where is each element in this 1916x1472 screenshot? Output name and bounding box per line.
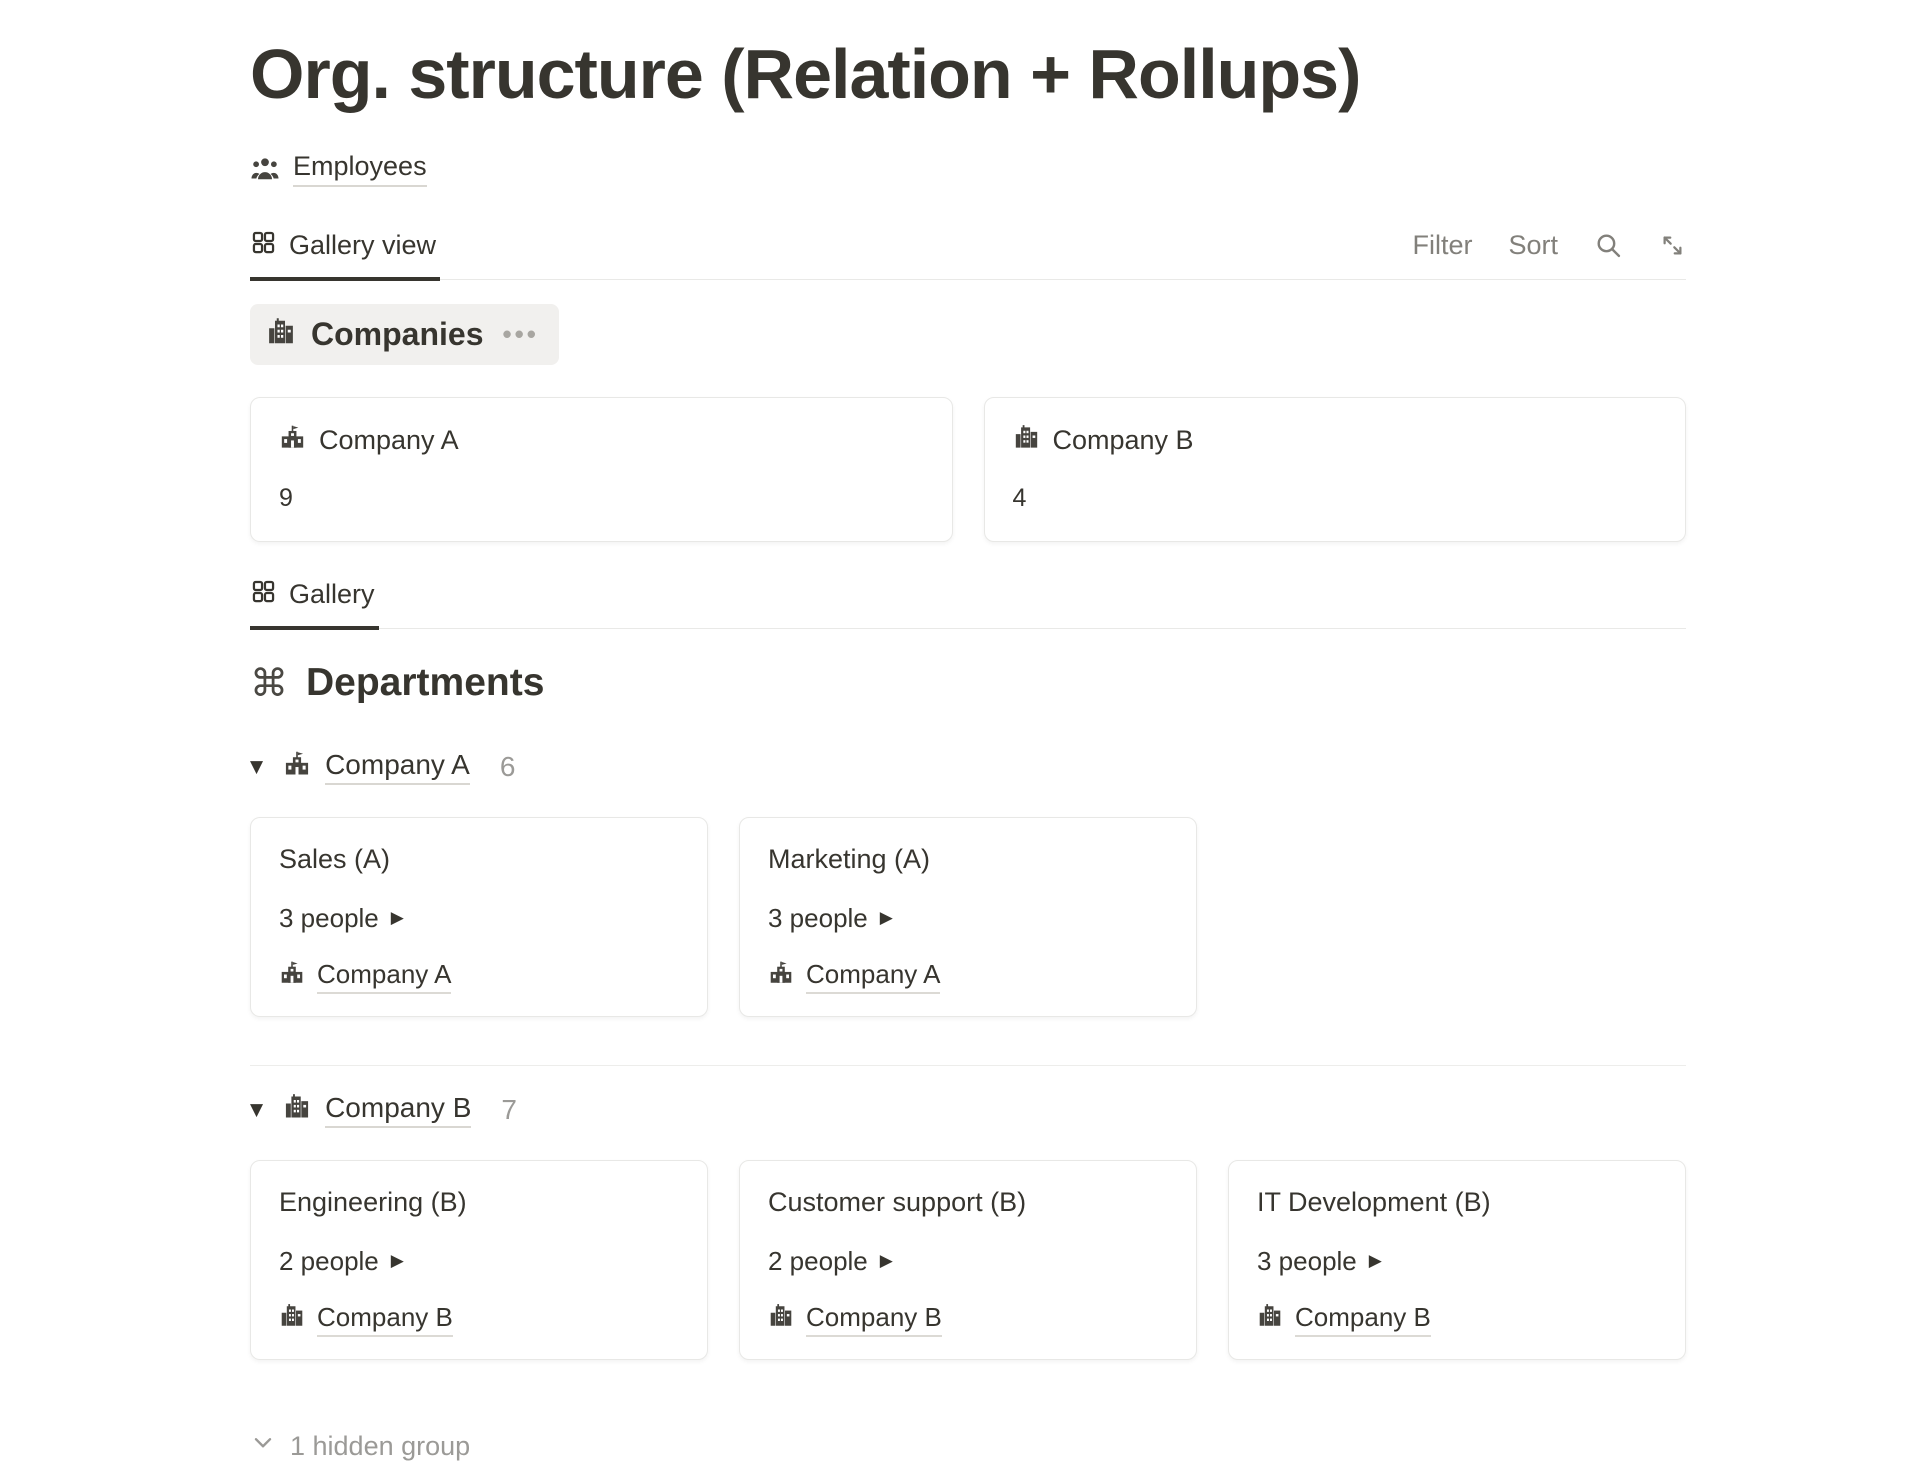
collapse-triangle-icon[interactable]: ▼ [250,756,264,777]
group-name-label: Company B [325,1092,472,1128]
companies-database-title-label: Companies [311,315,484,352]
office-building-icon [283,1093,311,1126]
search-icon[interactable] [1594,231,1623,260]
card-title: Marketing (A) [768,843,931,874]
people-count: 2 people [768,1245,868,1276]
school-building-icon [768,960,794,993]
company-relation-link[interactable]: Company B [768,1302,942,1337]
company-relation-link[interactable]: Company B [1257,1302,1431,1337]
more-menu-icon[interactable]: ••• [502,319,539,349]
group-name-label: Company A [325,749,470,785]
department-cards-row-b: Engineering (B) 2 people ▶ Company B Cus… [250,1159,1686,1360]
chevron-down-icon [250,1430,276,1463]
tab-gallery-label: Gallery [289,579,375,609]
department-cards-row-a: Sales (A) 3 people ▶ Company A Marketing… [250,816,1686,1017]
office-building-icon [1257,1303,1283,1336]
office-building-icon [279,1303,305,1336]
card-title: Company B [1052,425,1194,455]
card-marketing-a[interactable]: Marketing (A) 3 people ▶ Company A [739,816,1197,1017]
employees-link-label: Employees [293,151,427,187]
employees-link[interactable]: Employees [250,151,427,187]
expand-arrow-icon[interactable]: ▶ [1368,1251,1382,1271]
expand-arrow-icon[interactable]: ▶ [879,1251,893,1271]
company-link-label: Company B [806,1302,942,1337]
card-company-a[interactable]: Company A 9 [250,396,953,542]
card-title: Sales (A) [279,843,391,874]
company-link-label: Company A [806,959,941,994]
group-header-company-a: ▼ Company A 6 [250,749,1686,785]
group-count: 6 [499,750,516,782]
rollup-count: 9 [279,483,293,512]
office-building-icon [266,317,296,352]
group-header-company-b: ▼ Company B 7 [250,1092,1686,1128]
hidden-group-label: 1 hidden group [290,1430,471,1461]
school-building-icon [283,750,311,783]
filter-button[interactable]: Filter [1412,229,1473,260]
hidden-group-toggle[interactable]: 1 hidden group [250,1430,470,1463]
company-link-label: Company B [1295,1302,1431,1337]
tab-gallery[interactable]: Gallery [250,578,379,630]
departments-title-label: Departments [306,660,545,704]
expand-icon[interactable] [1659,232,1686,259]
expand-arrow-icon[interactable]: ▶ [390,908,404,928]
companies-database-header-row: Companies ••• [250,303,1686,365]
company-link-label: Company B [317,1302,453,1337]
sort-button[interactable]: Sort [1508,229,1558,260]
people-count: 3 people [279,902,379,933]
company-relation-link[interactable]: Company B [279,1302,453,1337]
card-title: IT Development (B) [1257,1186,1491,1217]
tab-gallery-view[interactable]: Gallery view [250,229,441,281]
view-tab-bar: Gallery view Filter Sort [250,229,1686,281]
page-title: Org. structure (Relation + Rollups) [250,35,1361,113]
card-sales-a[interactable]: Sales (A) 3 people ▶ Company A [250,816,708,1017]
company-relation-link[interactable]: Company A [279,959,452,994]
tab-gallery-view-label: Gallery view [289,230,437,260]
office-building-icon [1013,424,1040,458]
companies-cards-row: Company A 9 Company B 4 [250,396,1686,542]
office-building-icon [768,1303,794,1336]
notion-page: Org. structure (Relation + Rollups) Empl… [250,0,1686,1463]
group-link-company-b[interactable]: Company B [283,1092,472,1128]
expand-arrow-icon[interactable]: ▶ [390,1251,404,1271]
group-count: 7 [501,1093,517,1125]
expand-arrow-icon[interactable]: ▶ [879,908,893,928]
school-building-icon [279,424,306,458]
people-count: 3 people [1257,1245,1357,1276]
card-customer-support-b[interactable]: Customer support (B) 2 people ▶ Company … [739,1159,1197,1360]
group-link-company-a[interactable]: Company A [283,749,470,785]
card-it-development-b[interactable]: IT Development (B) 3 people ▶ Company B [1228,1159,1686,1360]
company-link-label: Company A [317,959,452,994]
collapse-triangle-icon[interactable]: ▼ [250,1099,264,1120]
people-count: 2 people [279,1245,379,1276]
departments-tab-bar: Gallery [250,578,1686,630]
card-company-b[interactable]: Company B 4 [983,396,1686,542]
gallery-grid-icon [250,229,277,263]
command-icon: ⌘ [250,660,288,705]
card-engineering-b[interactable]: Engineering (B) 2 people ▶ Company B [250,1159,708,1360]
school-building-icon [279,960,305,993]
people-count: 3 people [768,902,868,933]
people-group-icon [250,154,280,184]
card-title: Customer support (B) [768,1186,1027,1217]
rollup-count: 4 [1012,483,1027,512]
card-title: Engineering (B) [279,1186,467,1217]
group-divider [250,1064,1686,1066]
view-toolbar: Filter Sort [1412,230,1686,279]
companies-database-title[interactable]: Companies ••• [250,303,559,365]
card-title: Company A [319,425,459,455]
departments-database-title: ⌘ Departments [250,661,1686,705]
company-relation-link[interactable]: Company A [768,959,941,994]
gallery-grid-icon [250,578,277,612]
